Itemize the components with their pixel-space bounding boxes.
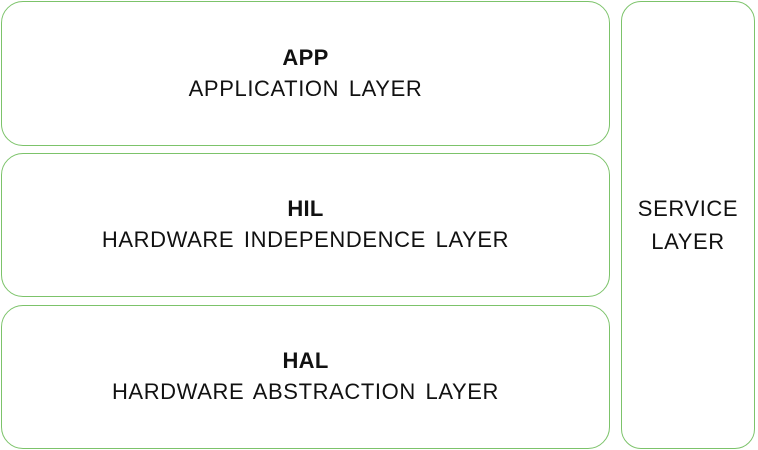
app-layer-abbr: APP bbox=[282, 44, 329, 70]
app-layer-box: APP APPLICATION LAYER bbox=[1, 1, 610, 146]
hil-layer-box: HIL HARDWARE INDEPENDENCE LAYER bbox=[1, 153, 610, 297]
service-layer-label-line2: LAYER bbox=[651, 229, 725, 254]
service-layer-box: SERVICE LAYER bbox=[621, 1, 755, 449]
hal-layer-box: HAL HARDWARE ABSTRACTION LAYER bbox=[1, 305, 610, 449]
hil-layer-abbr: HIL bbox=[287, 196, 324, 221]
hal-layer-name: HARDWARE ABSTRACTION LAYER bbox=[111, 379, 500, 404]
hal-layer-abbr: HAL bbox=[282, 348, 329, 373]
hil-layer-name: HARDWARE INDEPENDENCE LAYER bbox=[101, 227, 510, 252]
service-layer-label-line1: SERVICE bbox=[637, 196, 739, 221]
app-layer-name: APPLICATION LAYER bbox=[188, 75, 423, 101]
